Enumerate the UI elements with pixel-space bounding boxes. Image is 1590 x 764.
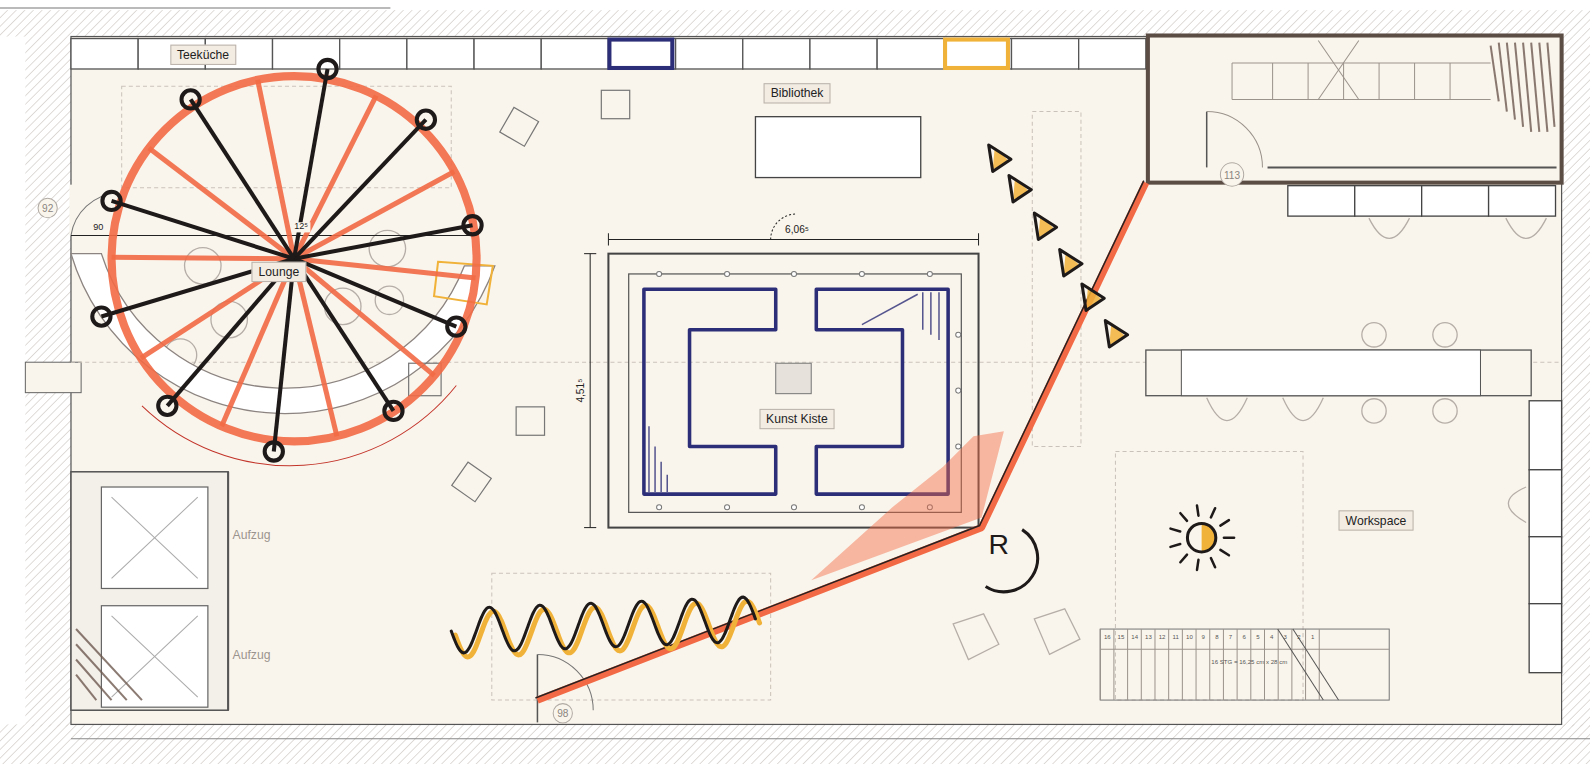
stair-number: 9 [1201, 634, 1204, 641]
label-text: Bibliothek [771, 86, 824, 100]
stair-number: 4 [1270, 634, 1273, 641]
door-number: 98 [553, 703, 573, 723]
room-label: Aufzug [233, 529, 271, 542]
dimension: 4,51⁵ [574, 377, 585, 405]
label-text: Kunst Kiste [766, 412, 828, 426]
stair-number: 6 [1243, 634, 1246, 641]
stair-number: 2 [1297, 634, 1300, 641]
stair-number: 15 [1118, 634, 1125, 641]
room-label: Bibliothek [764, 83, 831, 103]
stair-number: 3 [1284, 634, 1287, 641]
stair-number: 5 [1256, 634, 1259, 641]
dimension: 12⁵ [292, 222, 310, 232]
label-text: 92 [42, 202, 53, 213]
sketch-letter: R [989, 529, 1010, 560]
stair-number: 16 [1104, 634, 1111, 641]
dimension: 90 [91, 223, 105, 233]
stair-note: 16 STG = 16,25 cm x 28 cm [1211, 659, 1287, 666]
stair-number: 14 [1131, 634, 1138, 641]
door-number: 113 [1220, 162, 1244, 186]
room-label: Workspace [1339, 510, 1414, 530]
stair-number: 8 [1215, 634, 1218, 641]
stair-number: 1 [1311, 634, 1314, 641]
label-text: 113 [1224, 169, 1240, 180]
stair-number: 10 [1186, 634, 1193, 641]
room-label: Lounge [251, 262, 306, 282]
stair-number: 11 [1173, 634, 1179, 641]
label-text: Teeküche [177, 48, 229, 62]
door-number: 92 [38, 198, 58, 218]
room-label: Kunst Kiste [759, 409, 835, 429]
stair-number: 7 [1229, 634, 1232, 641]
label-text: 98 [557, 708, 568, 719]
dimension: 6,06⁵ [783, 224, 811, 235]
room-label: Aufzug [233, 649, 271, 662]
room-label: Teeküche [170, 45, 236, 65]
label-text: Lounge [259, 265, 300, 279]
stair-number: 13 [1145, 634, 1152, 641]
label-text: Workspace [1346, 513, 1407, 527]
stair-number: 12 [1159, 634, 1166, 641]
